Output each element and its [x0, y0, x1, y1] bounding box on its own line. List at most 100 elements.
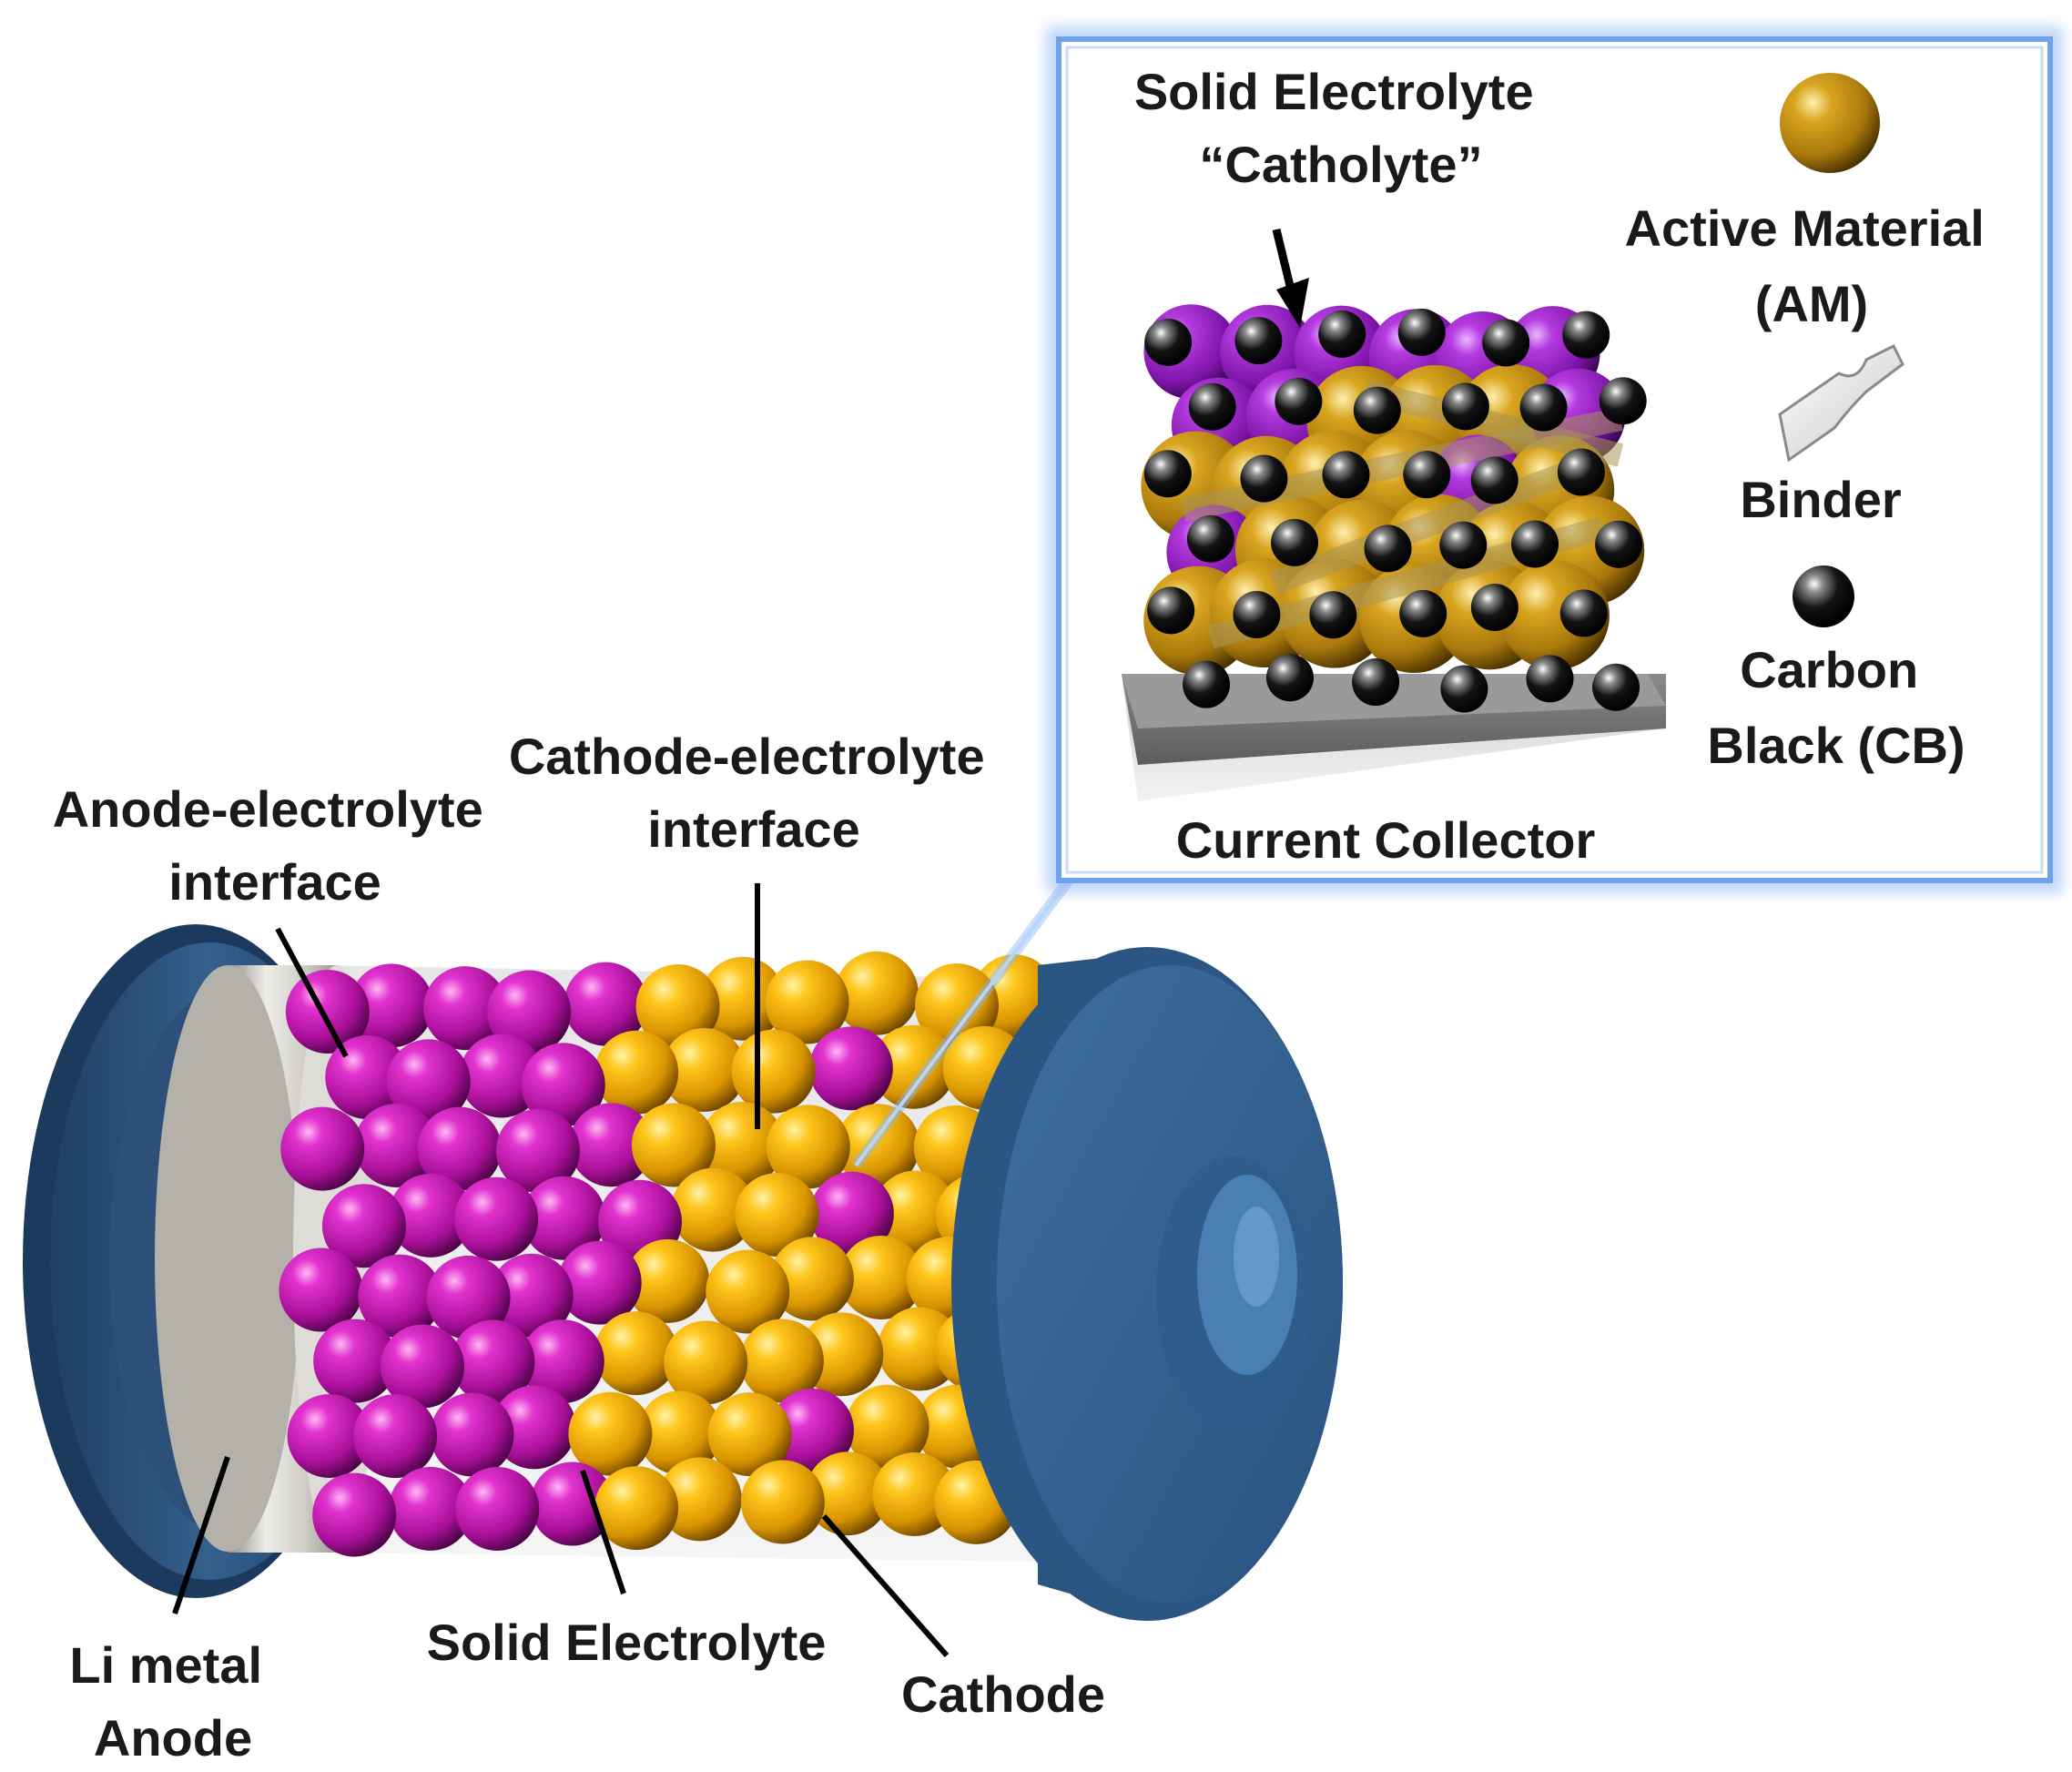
cathode-particle [594, 1466, 679, 1551]
cathode-interface-line-2: interface [647, 800, 859, 858]
solid-electrolyte-leader [580, 1470, 626, 1594]
cathode-particle [872, 1452, 957, 1537]
electrolyte-particle [417, 1106, 502, 1191]
carbon-black-particle [1519, 383, 1568, 432]
cathode-particle [671, 1167, 756, 1252]
electrolyte-particle [492, 1385, 576, 1470]
cathode-particle [735, 1173, 819, 1258]
anode-interface-line-1: Anode-electrolyte [53, 780, 483, 838]
cathode-leader [821, 1514, 950, 1657]
legend [1778, 73, 1904, 627]
cathode-particle [731, 1029, 816, 1114]
binder-strand [1362, 380, 1624, 467]
electrolyte-particle [321, 1184, 406, 1268]
electrolyte-particle [455, 1467, 540, 1552]
cathode-particle [769, 1237, 854, 1321]
electrolyte-particle [564, 962, 648, 1046]
electrolyte-particle [349, 963, 433, 1048]
electrolyte-particle [451, 1319, 535, 1404]
carbon-black-particle [1592, 663, 1640, 711]
cathode-particle [845, 1384, 929, 1469]
legend-cb-line-2: Black (CB) [1707, 717, 1965, 774]
electrolyte-particle [423, 966, 508, 1051]
cathode-particle [805, 1451, 889, 1536]
electrolyte-particle [386, 1039, 471, 1124]
cathode-label: Cathode [901, 1665, 1105, 1723]
cathode-particle [766, 1105, 850, 1189]
cathode-particle [662, 1027, 747, 1112]
carbon-black-particle [1403, 451, 1451, 499]
catholyte-line-2: “Catholyte” [1199, 136, 1482, 193]
carbon-black-particle [1233, 590, 1281, 638]
anode-interface-line-2: interface [168, 853, 381, 911]
electrolyte-particle [358, 1254, 442, 1339]
gold-sphere-icon [1780, 73, 1880, 173]
li-anode-line-1: Li metal [69, 1636, 262, 1694]
electrolyte-particle [495, 1108, 580, 1193]
legend-am-line-1: Active Material [1625, 199, 1985, 257]
cathode-particle [700, 956, 785, 1041]
carbon-black-particle [1557, 448, 1605, 496]
carbon-black-particle [1271, 518, 1319, 566]
cathode-particle [836, 1104, 920, 1188]
catholyte-line-1: Solid Electrolyte [1134, 63, 1534, 120]
inset-panel: Solid Electrolyte “Catholyte” Current Co… [1046, 26, 2063, 893]
li-anode-line-2: Anode [94, 1709, 252, 1767]
carbon-black-particle [1397, 308, 1446, 356]
electrolyte-particle [557, 1240, 642, 1325]
carbon-black-particle [1143, 450, 1192, 498]
cathode-particle [631, 1103, 716, 1187]
inset-connector [851, 875, 1074, 1169]
carbon-black-particle [1234, 317, 1283, 365]
carbon-black-particle [1240, 454, 1288, 503]
legend-binder: Binder [1740, 471, 1901, 528]
anode-interface-label: Anode-electrolyte interface [53, 780, 498, 911]
carbon-black-particle [1562, 311, 1610, 359]
carbon-black-particle [1595, 520, 1643, 568]
carbon-black-particle [1511, 520, 1559, 568]
carbon-black-particle [1265, 654, 1314, 702]
electrolyte-particle [354, 1103, 439, 1187]
cathode-particle [568, 1391, 653, 1476]
electrolyte-particle [353, 1394, 438, 1479]
carbon-black-particle [1439, 521, 1488, 569]
electrolyte-particle [521, 1043, 605, 1127]
carbon-black-particle [1318, 310, 1366, 358]
electrolyte-particle [388, 1173, 472, 1258]
electrolyte-particle [312, 1472, 397, 1557]
carbon-black-particle [1364, 524, 1412, 573]
carbon-black-particle [1353, 386, 1401, 434]
electrolyte-particle [426, 1255, 511, 1339]
current-collector-label: Current Collector [1176, 811, 1596, 869]
carbon-black-particle [1526, 655, 1574, 703]
battery-particles [279, 951, 1056, 1557]
cathode-particle [594, 1030, 679, 1115]
legend-active-material: Active Material (AM) [1625, 199, 1999, 332]
carbon-black-particle [1275, 377, 1323, 425]
carbon-black-particle [1144, 318, 1193, 366]
cathode-particle [664, 1320, 748, 1405]
carbon-black-particle [1309, 591, 1357, 639]
carbon-black-particle [1322, 451, 1370, 499]
carbon-black-particle [1399, 589, 1447, 637]
carbon-black-particle [1599, 377, 1647, 425]
cathode-particle [915, 963, 1000, 1048]
battery [23, 924, 1343, 1621]
carbon-black-particle [1440, 665, 1488, 713]
legend-cb-line-1: Carbon [1740, 641, 1918, 698]
cathode-particle [706, 1249, 790, 1334]
carbon-black-particle [1470, 584, 1518, 632]
cathode-particle [637, 1390, 722, 1475]
electrolyte-particle [430, 1392, 514, 1477]
cathode-particle [878, 1307, 962, 1391]
cathode-particle [594, 1311, 678, 1396]
electrolyte-particle [520, 1319, 604, 1404]
cathode-particle [873, 1170, 958, 1255]
solid-electrolyte-label: Solid Electrolyte [427, 1614, 827, 1671]
electrolyte-particle [489, 1253, 574, 1338]
binder-strand [1270, 462, 1570, 595]
li-anode-leader [172, 1456, 230, 1614]
cathode-particle [871, 1024, 956, 1109]
electrolyte-particle [808, 1026, 893, 1111]
electrolyte-particle [809, 1171, 894, 1256]
